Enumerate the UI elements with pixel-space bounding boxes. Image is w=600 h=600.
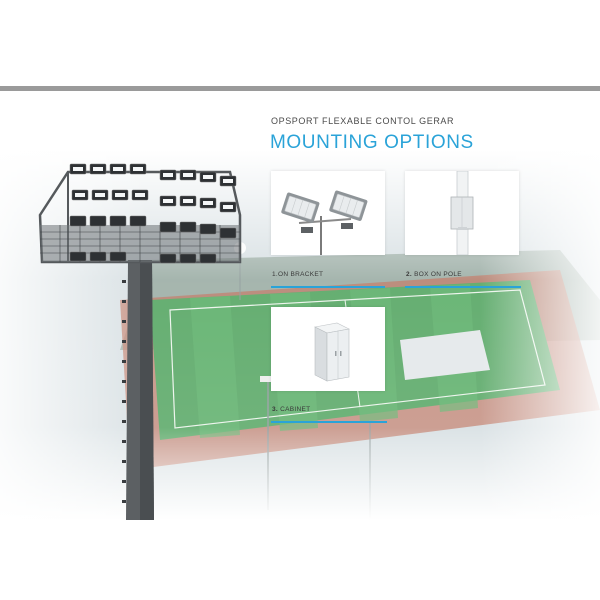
option-label-box-on-pole: 2. BOX ON POLE [406,271,462,278]
page-title: MOUNTING OPTIONS [270,132,474,153]
section-subtitle: OPSPORT FLEXABLE CONTOL GERAR [271,116,455,126]
option-rule-cabinet [271,421,387,423]
floodlight-mast-image [38,163,242,520]
option-card-cabinet [271,307,385,391]
option-label-bracket: 1.ON BRACKET [272,271,324,278]
top-divider [0,86,600,91]
cabinet-image [314,322,350,382]
option-card-box-on-pole [405,170,519,256]
bracket-floodlights-image [281,190,368,255]
option-card-bracket [271,171,385,255]
box-on-pole-image [450,170,474,256]
option-rule-box-on-pole [405,286,521,288]
option-label-cabinet: 3. CABINET [272,406,311,413]
option-rule-bracket [271,286,385,288]
